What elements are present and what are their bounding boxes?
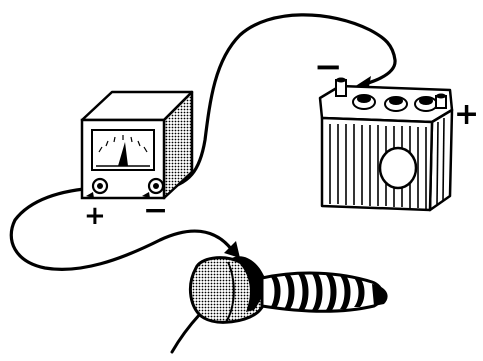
wire-meter-to-plug bbox=[11, 188, 232, 269]
meter-negative-label: − bbox=[143, 193, 168, 228]
battery-label-disc bbox=[380, 148, 416, 188]
battery-cell-caps bbox=[353, 95, 437, 111]
spark-plug bbox=[190, 256, 387, 322]
battery bbox=[320, 78, 452, 211]
wire-plug-lead bbox=[172, 314, 200, 352]
voltmeter bbox=[82, 92, 192, 198]
battery-terminal-positive bbox=[436, 94, 446, 109]
battery-negative-label: − bbox=[314, 47, 343, 87]
meter-positive-label: + bbox=[84, 201, 106, 231]
battery-positive-label: + bbox=[454, 97, 479, 132]
